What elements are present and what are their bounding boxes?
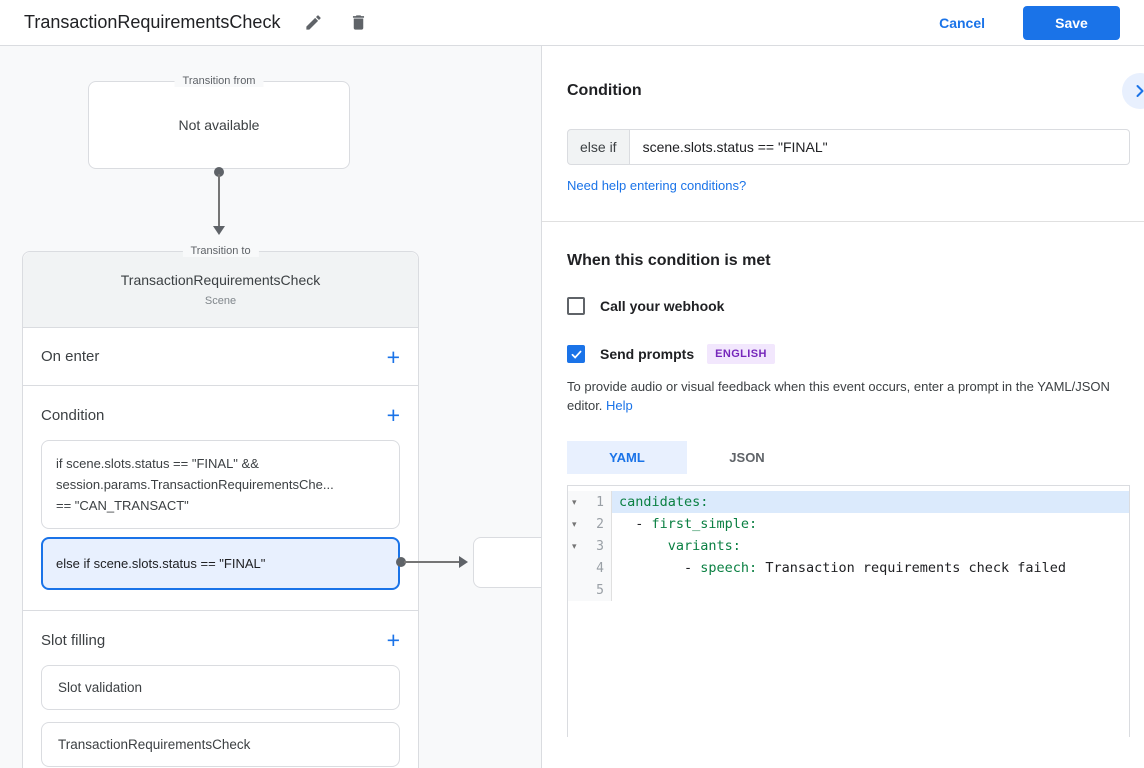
add-slot-button[interactable]: + [386, 627, 400, 653]
transition-from-label: Transition from [174, 75, 264, 87]
add-on-enter-button[interactable]: + [386, 343, 400, 370]
trash-icon [353, 15, 365, 30]
delete-scene-button[interactable] [347, 11, 370, 34]
prompts-description: To provide audio or visual feedback when… [567, 379, 1110, 413]
send-prompts-row: Send prompts ENGLISH [567, 344, 1144, 364]
condition-expression-row: else if [567, 129, 1130, 165]
transition-to-node: Transition to TransactionRequirementsChe… [22, 245, 419, 768]
condition-item-selected[interactable]: else if scene.slots.status == "FINAL" [41, 537, 400, 590]
line-number: 4 [596, 560, 604, 576]
condition-connector-dot [396, 557, 406, 567]
condition-connector-arrowhead [459, 556, 468, 568]
scene-type: Scene [204, 295, 237, 307]
slot-item-transaction[interactable]: TransactionRequirementsCheck [41, 722, 400, 767]
condition-connector-line [404, 561, 460, 563]
scene-name: TransactionRequirementsCheck [120, 272, 321, 288]
cancel-button[interactable]: Cancel [939, 14, 985, 31]
line-number: 3 [596, 538, 604, 554]
send-prompts-label: Send prompts [600, 346, 695, 362]
pencil-icon [306, 15, 322, 30]
condition-expression-input[interactable] [629, 129, 1130, 165]
send-prompts-checkbox[interactable] [567, 345, 585, 363]
condition-section-label: Condition [41, 406, 105, 424]
transition-from-content: Not available [178, 117, 260, 133]
fold-arrow-icon[interactable]: ▾ [572, 540, 577, 551]
code-line: 4 - speech: Transaction requirements che… [568, 557, 1129, 579]
slot-filling-section: Slot filling + Slot validation Transacti… [23, 611, 418, 768]
code-line: ▾3 variants: [568, 535, 1129, 557]
slot-item-validation[interactable]: Slot validation [41, 665, 400, 710]
condition-help-link[interactable]: Need help entering conditions? [567, 178, 747, 193]
scene-card-header[interactable]: TransactionRequirementsCheck Scene [23, 252, 418, 328]
fold-arrow-icon[interactable]: ▾ [572, 518, 577, 529]
scene-canvas: Transition from Not available Transition… [0, 46, 542, 768]
fold-arrow-icon[interactable]: ▾ [572, 496, 577, 507]
call-webhook-checkbox[interactable] [567, 297, 585, 315]
condition-detail-panel: Condition else if Need help entering con… [542, 46, 1144, 768]
call-webhook-label: Call your webhook [600, 298, 725, 314]
condition-prefix-label: else if [567, 129, 630, 165]
condition-section: Condition + if scene.slots.status == "FI… [23, 386, 418, 611]
prompts-help-link[interactable]: Help [606, 398, 633, 413]
slot-filling-label: Slot filling [41, 631, 106, 649]
code-line: ▾2 - first_simple: [568, 513, 1129, 535]
collapse-panel-button[interactable] [1122, 73, 1144, 109]
editor-format-tabs: YAML JSON [567, 441, 1144, 474]
transition-to-label: Transition to [182, 245, 259, 257]
edit-scene-button[interactable] [302, 11, 325, 34]
transition-from-node: Transition from Not available [88, 75, 350, 169]
tab-yaml[interactable]: YAML [567, 441, 687, 474]
code-line: 5 [568, 579, 1129, 601]
condition-met-title: When this condition is met [567, 252, 771, 269]
connector-arrowhead [213, 226, 225, 235]
line-number: 1 [596, 494, 604, 510]
on-enter-label: On enter [41, 348, 100, 365]
chevron-right-icon [1136, 85, 1144, 97]
save-button[interactable]: Save [1023, 5, 1120, 40]
line-number: 5 [596, 582, 604, 598]
page-title: TransactionRequirementsCheck [24, 12, 281, 32]
top-bar: TransactionRequirementsCheck Cancel Save [0, 0, 1144, 46]
connector-dot [214, 167, 224, 177]
webhook-row: Call your webhook [567, 297, 1144, 315]
connector-line [218, 174, 220, 226]
on-enter-row[interactable]: On enter + [23, 328, 418, 386]
condition-item[interactable]: if scene.slots.status == "FINAL" && sess… [41, 440, 400, 529]
add-condition-button[interactable]: + [386, 402, 400, 428]
tab-json[interactable]: JSON [687, 441, 807, 474]
line-number: 2 [596, 516, 604, 532]
condition-target-node[interactable] [473, 537, 541, 588]
panel-divider [542, 221, 1144, 222]
panel-title: Condition [567, 82, 642, 99]
checkmark-icon [571, 350, 581, 359]
language-badge: ENGLISH [707, 344, 775, 364]
